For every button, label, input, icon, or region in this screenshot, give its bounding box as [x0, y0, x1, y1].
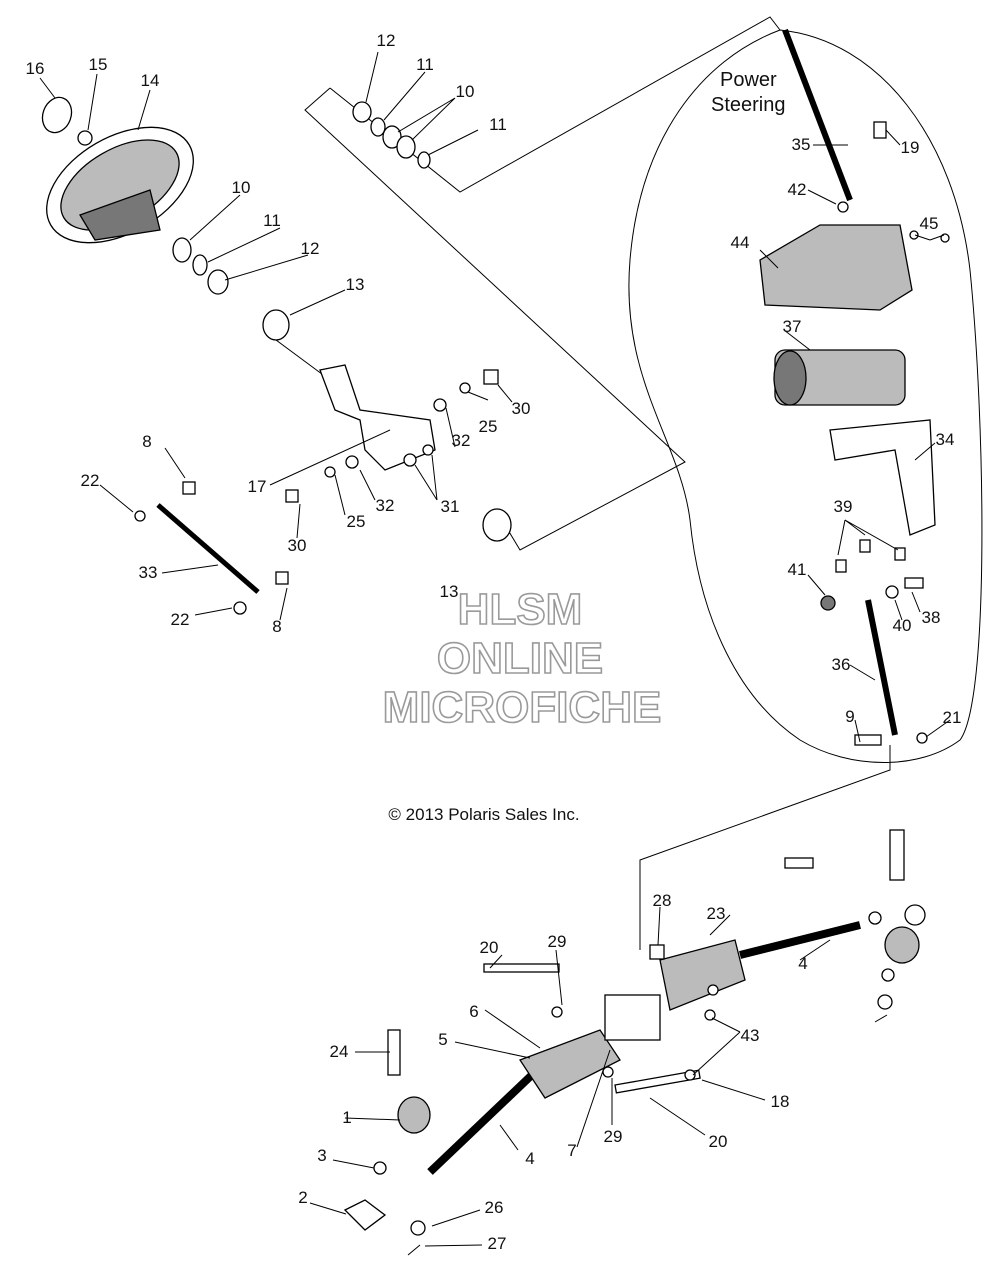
washer-11	[192, 254, 208, 276]
callout-27: 27	[488, 1234, 507, 1253]
power-steering-assembly	[759, 28, 950, 746]
power-steering-label-line1: Power	[720, 69, 777, 91]
callout-13: 13	[346, 275, 365, 294]
washer-10	[172, 237, 192, 263]
bearing-13	[262, 309, 290, 341]
callout-33: 33	[139, 563, 158, 582]
nut-15	[77, 130, 93, 146]
callout-1: 1	[342, 1108, 351, 1127]
callout-34: 34	[936, 430, 955, 449]
callout-38: 38	[922, 608, 941, 627]
wheel-cap	[41, 96, 73, 134]
callout-30: 30	[512, 399, 531, 418]
callout-22: 22	[171, 610, 190, 629]
callout-20: 20	[709, 1132, 728, 1151]
callout-45: 45	[920, 214, 939, 233]
callout-4: 4	[798, 954, 807, 973]
callout-5: 5	[438, 1030, 447, 1049]
callout-19: 19	[901, 138, 920, 157]
callout-3: 3	[317, 1146, 326, 1165]
callout-20: 20	[480, 938, 499, 957]
callout-11: 11	[416, 55, 434, 74]
callout-37: 37	[783, 317, 802, 336]
watermark-line3: MICROFICHE	[383, 683, 662, 732]
callout-12: 12	[377, 31, 396, 50]
steering-wheel-group	[41, 96, 331, 381]
callout-23: 23	[707, 904, 726, 923]
callout-29: 29	[604, 1127, 623, 1146]
callout-25: 25	[479, 417, 498, 436]
callout-24: 24	[330, 1042, 349, 1061]
steering-rack-assembly	[343, 829, 926, 1256]
callout-21: 21	[943, 708, 962, 727]
callout-31: 31	[441, 497, 460, 516]
leader-lines	[39, 51, 951, 1247]
callout-36: 36	[832, 655, 851, 674]
callout-14: 14	[141, 71, 160, 90]
callout-28: 28	[653, 891, 672, 910]
callout-42: 42	[788, 180, 807, 199]
callout-43: 43	[741, 1026, 760, 1045]
callout-35: 35	[792, 135, 811, 154]
power-steering-label-line2: Steering	[711, 94, 786, 116]
housing-44	[759, 224, 913, 311]
copyright-caption: © 2013 Polaris Sales Inc.	[388, 805, 579, 824]
connector-line	[639, 745, 891, 950]
bushing-1	[397, 1096, 431, 1134]
callout-25: 25	[347, 512, 366, 531]
callout-18: 18	[771, 1092, 790, 1111]
callout-11: 11	[489, 115, 507, 134]
callout-15: 15	[89, 55, 108, 74]
callout-11: 11	[263, 211, 281, 230]
tie-rod-end-2	[343, 1199, 387, 1231]
callout-39: 39	[834, 497, 853, 516]
callout-32: 32	[376, 496, 395, 515]
callout-8: 8	[272, 617, 281, 636]
bearing-13-lower	[482, 508, 512, 542]
callout-16: 16	[26, 59, 45, 78]
boot-23	[659, 939, 746, 1011]
boot-5	[519, 1029, 621, 1099]
callout-17: 17	[248, 477, 267, 496]
callout-8: 8	[142, 432, 151, 451]
watermark-line2: ONLINE	[437, 634, 603, 683]
callout-9: 9	[845, 707, 854, 726]
callout-22: 22	[81, 471, 100, 490]
rack-housing	[604, 994, 661, 1041]
callout-10: 10	[232, 178, 251, 197]
callout-4: 4	[525, 1149, 534, 1168]
watermark-line1: HLSM	[458, 585, 583, 634]
bracket-34	[829, 419, 936, 536]
callout-41: 41	[788, 560, 807, 579]
callout-40: 40	[893, 616, 912, 635]
callout-13: 13	[440, 582, 459, 601]
upper-bushings	[352, 101, 431, 169]
callout-10: 10	[456, 82, 475, 101]
callout-6: 6	[469, 1002, 478, 1021]
bushing-12	[207, 269, 229, 295]
tilt-bracket-group	[134, 364, 512, 615]
callout-12: 12	[301, 239, 320, 258]
callout-26: 26	[485, 1198, 504, 1217]
exploded-boundary-lines	[304, 16, 781, 551]
callout-2: 2	[298, 1188, 307, 1207]
callout-29: 29	[548, 932, 567, 951]
callout-30: 30	[288, 536, 307, 555]
callout-32: 32	[452, 431, 471, 450]
callout-7: 7	[567, 1141, 576, 1160]
power-steering-outline	[628, 29, 983, 763]
wheel-hub	[79, 189, 161, 241]
callout-44: 44	[731, 233, 750, 252]
